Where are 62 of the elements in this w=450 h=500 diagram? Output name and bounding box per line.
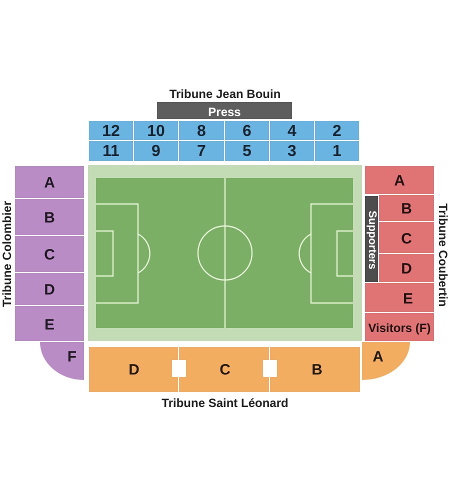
section-label: 9 xyxy=(152,144,160,160)
seating-section xyxy=(225,141,269,161)
seating-section xyxy=(15,273,84,305)
section-label: 6 xyxy=(242,124,252,140)
seating-section xyxy=(379,195,434,221)
section-label: 12 xyxy=(102,124,120,140)
seating-section xyxy=(179,141,224,161)
section-label: C xyxy=(44,248,55,262)
seating-section xyxy=(365,313,434,341)
stand-title: Tribune Jean Bouin xyxy=(169,88,281,100)
seating-section xyxy=(270,141,314,161)
section-label: 10 xyxy=(147,124,165,140)
seating-section xyxy=(179,121,224,140)
section-label: E xyxy=(403,291,413,306)
seating-section xyxy=(179,347,269,392)
seating-section xyxy=(15,306,84,341)
seating-section xyxy=(270,121,314,140)
stand-title: Tribune Coubertin xyxy=(437,203,449,307)
seating-section xyxy=(225,121,269,140)
seating-section xyxy=(89,347,178,392)
section-label: D xyxy=(44,282,55,298)
seating-section xyxy=(365,283,434,312)
seating-section xyxy=(15,166,84,198)
seating-section xyxy=(89,121,133,140)
seating-section xyxy=(379,222,434,253)
seating-section xyxy=(365,166,434,194)
stand-title: Tribune Colombier xyxy=(1,201,13,307)
stand-title: Tribune Saint Léonard xyxy=(162,397,288,409)
section-label: F xyxy=(67,350,77,364)
section-label: Press xyxy=(208,106,241,118)
section-label: 5 xyxy=(242,144,252,160)
seating-section xyxy=(15,236,84,272)
section-label: B xyxy=(401,202,412,216)
section-label: A xyxy=(394,174,405,188)
section-label: 7 xyxy=(197,144,206,160)
supporters-section xyxy=(365,196,378,282)
section-label: D xyxy=(401,262,412,276)
section-label: Visitors (F) xyxy=(368,322,431,334)
section-label: Supporters xyxy=(366,210,377,270)
seating-section xyxy=(89,141,133,161)
seating-section xyxy=(315,121,359,140)
section-label: 8 xyxy=(197,124,206,140)
section-label: A xyxy=(44,176,55,190)
section-label: B xyxy=(44,210,55,226)
seating-section xyxy=(379,254,434,282)
section-label: D xyxy=(128,362,140,378)
section-label: 1 xyxy=(332,144,342,160)
seating-section xyxy=(15,199,84,235)
section-label: B xyxy=(312,362,322,378)
section-label: 3 xyxy=(288,144,296,160)
section-label: C xyxy=(220,362,230,378)
seating-section xyxy=(134,121,178,140)
section-label: E xyxy=(44,317,54,332)
seating-section xyxy=(270,347,360,392)
section-label: 4 xyxy=(288,124,296,140)
section-label: A xyxy=(372,350,384,364)
section-label: C xyxy=(401,231,412,246)
section-label: 2 xyxy=(332,124,342,140)
section-label: 11 xyxy=(102,144,120,160)
seating-section xyxy=(134,141,178,161)
press-section xyxy=(157,102,292,119)
seating-section xyxy=(315,141,359,161)
